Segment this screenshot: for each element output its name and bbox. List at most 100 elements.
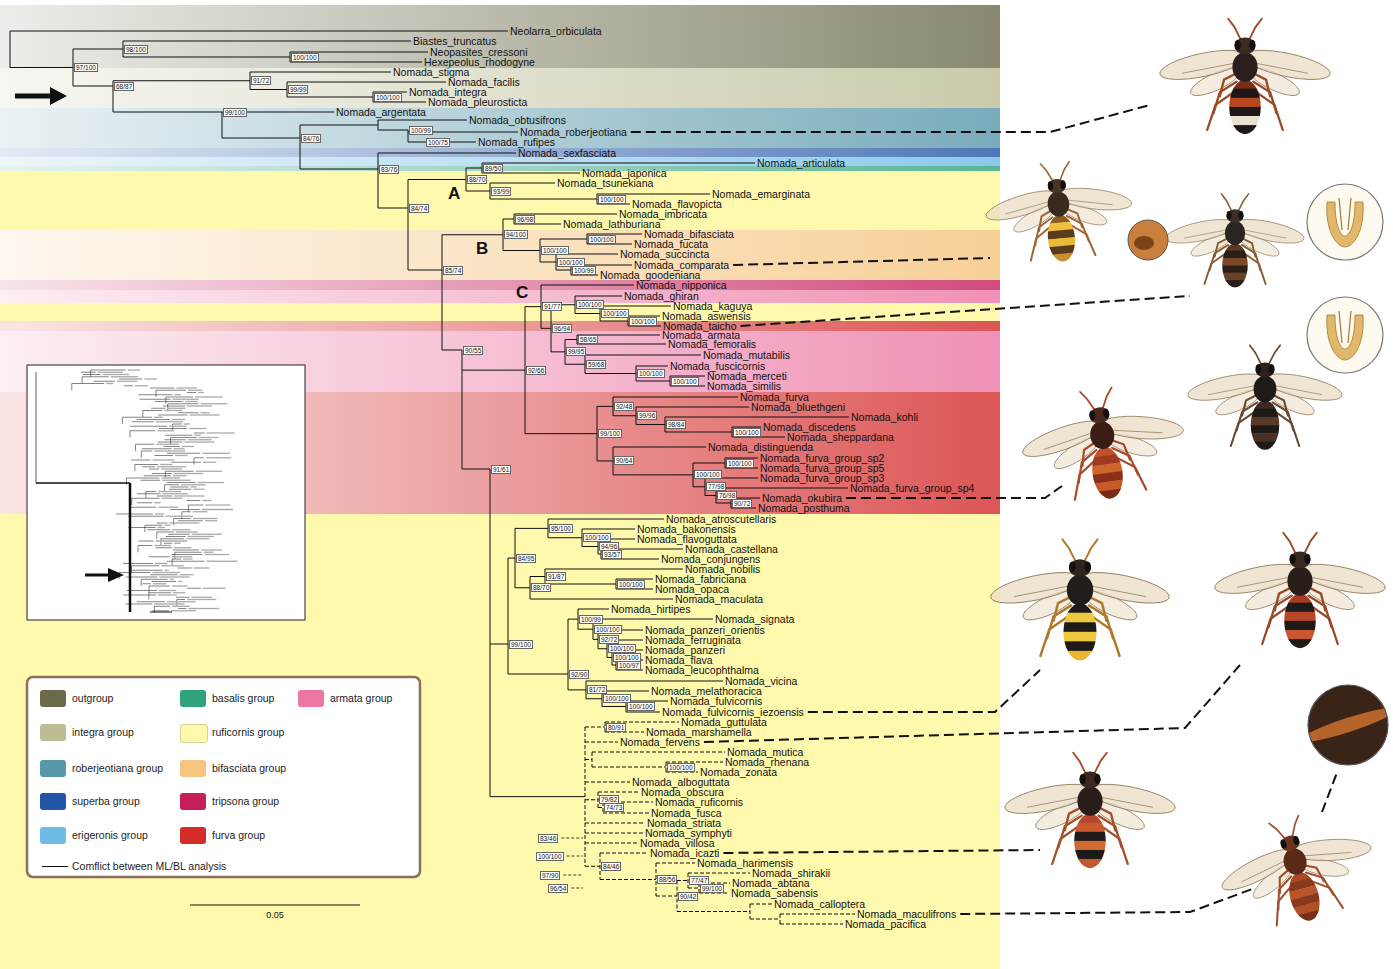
inset-branch	[156, 390, 186, 391]
detail-frame	[1307, 297, 1383, 373]
support-value: 100/100	[726, 459, 754, 468]
taxon-label: Nomada_articulata	[757, 157, 845, 169]
support-value: 99/100	[598, 429, 622, 438]
support-value: 92/48	[614, 402, 634, 411]
antenna	[1303, 533, 1317, 556]
tree-branch	[665, 432, 732, 433]
inset-branch	[123, 595, 156, 596]
inset-branch	[157, 496, 172, 497]
support-value: 100/100	[374, 93, 402, 102]
legend-swatch	[180, 724, 208, 743]
support-value: 100/100	[598, 195, 626, 204]
inset-tip-text	[173, 475, 186, 476]
tree-branch	[693, 463, 725, 464]
antenna	[1073, 753, 1087, 776]
abdomen-band	[1228, 125, 1262, 135]
inset-branch	[142, 448, 172, 449]
inset-tip-text	[188, 390, 202, 391]
genitalia-drawing	[1339, 198, 1351, 230]
tree-branch	[300, 125, 301, 169]
tree-branch	[780, 914, 855, 915]
tree-branch	[585, 373, 636, 374]
tree-branch	[780, 914, 781, 924]
support-value: 100/100	[588, 235, 616, 244]
support-value: 100/99	[572, 266, 596, 275]
legend-swatch	[40, 690, 66, 707]
tree-branch	[541, 285, 634, 286]
inset-branch	[171, 462, 201, 463]
inset-tip-text	[155, 513, 164, 514]
inset-branch	[122, 417, 152, 418]
antenna	[1093, 753, 1107, 776]
inset-tip-text	[185, 401, 197, 402]
clade-band	[0, 280, 1000, 290]
tree-branch	[300, 169, 378, 170]
inset-tip-text	[193, 518, 218, 519]
inset-branch	[151, 408, 165, 409]
eye	[1304, 554, 1310, 565]
support-value: 99/96	[637, 411, 657, 420]
tree-branch	[73, 49, 123, 50]
taxon-label: Nomada_distinguenda	[708, 441, 813, 453]
inset-tip-text	[205, 504, 230, 505]
inset-branch	[178, 568, 192, 569]
inset-tip-text	[190, 486, 196, 487]
eye	[1094, 774, 1100, 785]
inset-branch	[165, 435, 192, 436]
tree-branch	[586, 681, 723, 682]
inset-branch	[155, 401, 183, 402]
inset-tip-text	[160, 464, 172, 465]
wing-vein	[1014, 586, 1071, 597]
support-value: 59/68	[586, 360, 606, 369]
tree-branch	[670, 386, 705, 387]
support-value: 90/42	[678, 892, 698, 901]
inset-branch	[158, 442, 183, 443]
inset-tip-text	[198, 482, 225, 483]
tree-branch	[515, 528, 548, 529]
eye	[1089, 410, 1096, 421]
tree-branch	[490, 199, 597, 200]
clade-band	[0, 108, 1000, 148]
inset-branch	[155, 390, 156, 397]
tree-branch	[636, 407, 749, 408]
tree-branch	[705, 495, 716, 496]
tree-branch	[593, 639, 598, 640]
inset-branch	[151, 581, 176, 582]
tree-branch	[578, 609, 609, 610]
tree-branch	[585, 742, 618, 743]
tree-branch	[250, 89, 287, 90]
support-value: 97/100	[74, 63, 98, 72]
thorax	[1047, 191, 1071, 218]
clade-letter: B	[476, 240, 488, 258]
taxon-label: Nomada_obtusifrons	[469, 114, 566, 126]
tree-branch	[123, 41, 411, 42]
eye	[1249, 40, 1255, 51]
inset-highlight	[129, 483, 132, 612]
inset-branch	[176, 600, 177, 607]
inset-tip-text	[174, 543, 181, 544]
support-value: 100/100	[541, 246, 569, 255]
thorax	[1281, 846, 1310, 878]
support-value: 84/46	[601, 862, 621, 871]
inset-tip-text	[165, 570, 169, 571]
abdomen-band	[1250, 442, 1280, 451]
tree-branch	[665, 417, 849, 418]
abdomen-band	[1228, 116, 1262, 126]
tree-branch	[750, 919, 780, 920]
tree-branch	[699, 893, 729, 894]
head	[1235, 38, 1256, 55]
inset-tip-text	[154, 545, 171, 546]
inset-branch	[160, 539, 161, 546]
inset-tip-text	[174, 448, 185, 449]
genitalia-drawing	[1339, 311, 1351, 343]
scale-bar	[190, 905, 360, 906]
tree-branch	[462, 350, 463, 469]
support-value: 81/72	[587, 685, 607, 694]
support-value: 96/54	[548, 884, 568, 893]
taxon-label: Nomada_sexfasciata	[518, 147, 616, 159]
support-value: 74/73	[604, 803, 624, 812]
inset-tip-text	[159, 590, 176, 591]
abdomen-band	[1221, 273, 1248, 281]
antenna	[1221, 194, 1232, 213]
support-value: 96/98	[515, 215, 535, 224]
